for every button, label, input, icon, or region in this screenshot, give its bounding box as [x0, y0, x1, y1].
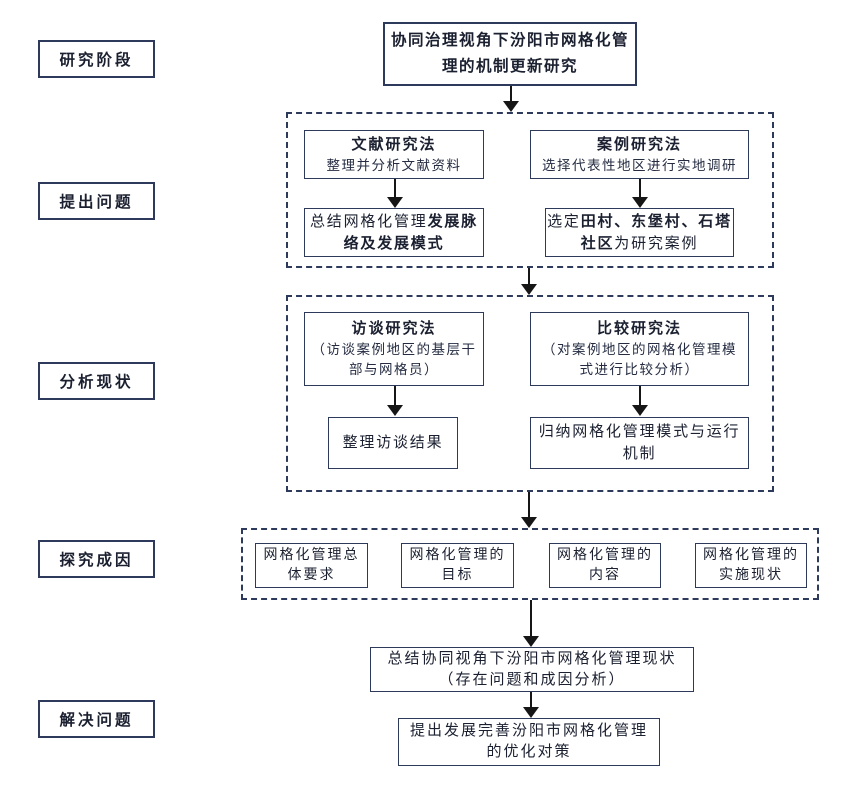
summary-line-1: 总结协同视角下汾阳市网格化管理现状	[387, 650, 677, 667]
cause-line-2: 内容	[589, 567, 621, 583]
arrow-head-icon	[522, 636, 539, 647]
result-line-2: 机制	[622, 446, 657, 462]
cause-line-2: 体要求	[287, 567, 336, 583]
arrow-stem	[393, 179, 396, 197]
method-name: 文献研究法	[351, 136, 437, 153]
stage-propose-problem: 提出问题	[38, 182, 155, 220]
method-desc: 选择代表性地区进行实地调研	[542, 157, 737, 173]
cause-box-goals: 网格化管理的 目标	[401, 543, 514, 588]
result-text: 为研究案例	[614, 235, 699, 252]
final-line-2: 的优化对策	[486, 744, 572, 760]
optimization-box: 提出发展完善汾阳市网格化管理 的优化对策	[398, 718, 660, 766]
method-desc-line-1: （对案例地区的网格化管理模	[542, 342, 737, 357]
stage-label: 探究成因	[59, 552, 134, 569]
stage-label: 解决问题	[59, 712, 134, 729]
compare-method-box: 比较研究法 （对案例地区的网格化管理模 式进行比较分析）	[530, 312, 749, 386]
arrow-head-icon	[386, 405, 403, 416]
result-line-1: 整理访谈结果	[342, 435, 444, 451]
arrow-stem	[638, 179, 641, 197]
stage-label: 研究阶段	[59, 52, 134, 69]
interview-method-box: 访谈研究法 （访谈案例地区的基层干 部与网格员）	[304, 312, 484, 386]
down-arrow	[522, 692, 539, 718]
result-line-2: 络及发展模式	[344, 233, 445, 255]
method-name: 案例研究法	[596, 136, 682, 153]
stage-research-phase: 研究阶段	[38, 40, 155, 78]
interview-result-box: 整理访谈结果	[328, 417, 458, 469]
title-box: 协同治理视角下汾阳市网格化管 理的机制更新研究	[383, 22, 637, 86]
summary-line-2: （存在问题和成因分析）	[438, 671, 626, 688]
down-arrow	[631, 179, 648, 208]
arrow-head-icon	[631, 405, 648, 416]
result-text: 总结网格化管理	[309, 213, 428, 230]
literature-method-box: 文献研究法 整理并分析文献资料	[304, 130, 484, 179]
final-line-1: 提出发展完善汾阳市网格化管理	[409, 723, 648, 739]
arrow-head-icon	[520, 517, 537, 528]
result-text: 选定	[547, 213, 581, 230]
cause-box-implementation: 网格化管理的 实施现状	[695, 543, 807, 588]
stage-label: 提出问题	[59, 194, 134, 211]
result-line-2: 社区为研究案例	[581, 233, 699, 255]
method-desc-line-2: 部与网格员）	[349, 362, 439, 377]
result-text-bold: 田村、东堡村、石塔	[580, 213, 732, 230]
cause-box-overall-requirements: 网格化管理总 体要求	[255, 543, 368, 588]
arrow-stem	[527, 492, 530, 517]
cause-line-1: 网格化管理的	[557, 547, 653, 563]
down-arrow	[386, 179, 403, 208]
phase-container-methods-2	[286, 295, 774, 492]
down-arrow	[520, 492, 537, 528]
phase-container-causes	[241, 528, 819, 600]
method-desc: 整理并分析文献资料	[326, 157, 462, 173]
arrow-head-icon	[502, 101, 519, 112]
arrow-head-icon	[522, 707, 539, 718]
stage-label: 分析现状	[59, 374, 134, 391]
literature-result-box: 总结网格化管理发展脉 络及发展模式	[304, 208, 484, 257]
result-line-1: 归纳网格化管理模式与运行	[538, 424, 741, 440]
cause-line-1: 网格化管理的	[409, 547, 506, 563]
stage-analyze-status: 分析现状	[38, 362, 155, 400]
cause-line-1: 网格化管理总	[263, 547, 360, 563]
arrow-stem	[529, 692, 532, 707]
case-method-box: 案例研究法 选择代表性地区进行实地调研	[530, 130, 749, 179]
stage-solve-problem: 解决问题	[38, 700, 155, 738]
down-arrow	[631, 386, 648, 416]
result-text-bold: 络及发展模式	[343, 235, 445, 252]
arrow-stem	[393, 386, 396, 405]
cause-line-1: 网格化管理的	[703, 547, 799, 563]
stage-explore-causes: 探究成因	[38, 540, 155, 578]
phase-container-methods-1	[286, 112, 774, 268]
title-line-1: 协同治理视角下汾阳市网格化管	[390, 32, 629, 49]
arrow-stem	[509, 86, 512, 101]
down-arrow	[520, 268, 537, 295]
method-name: 比较研究法	[596, 321, 682, 337]
down-arrow	[502, 86, 519, 112]
arrow-head-icon	[386, 197, 403, 208]
case-result-box: 选定田村、东堡村、石塔 社区为研究案例	[545, 208, 734, 257]
method-name: 访谈研究法	[351, 321, 437, 337]
cause-line-2: 目标	[441, 567, 474, 583]
cause-box-content: 网格化管理的 内容	[549, 543, 661, 588]
result-text-bold: 社区	[580, 235, 615, 252]
compare-result-box: 归纳网格化管理模式与运行 机制	[530, 417, 749, 469]
title-line-2: 理的机制更新研究	[441, 58, 578, 75]
arrow-head-icon	[631, 197, 648, 208]
arrow-head-icon	[520, 284, 537, 295]
cause-line-2: 实施现状	[719, 567, 783, 583]
summary-box: 总结协同视角下汾阳市网格化管理现状 （存在问题和成因分析）	[370, 647, 694, 692]
down-arrow	[522, 600, 539, 647]
result-line-1: 选定田村、东堡村、石塔	[547, 211, 732, 233]
arrow-stem	[529, 600, 532, 636]
method-desc-line-1: （访谈案例地区的基层干	[311, 342, 477, 357]
arrow-stem	[527, 268, 530, 284]
result-text-bold: 发展脉	[427, 213, 478, 230]
result-line-1: 总结网格化管理发展脉	[310, 211, 478, 233]
arrow-stem	[638, 386, 641, 405]
method-desc-line-2: 式进行比较分析）	[579, 362, 700, 377]
down-arrow	[386, 386, 403, 416]
